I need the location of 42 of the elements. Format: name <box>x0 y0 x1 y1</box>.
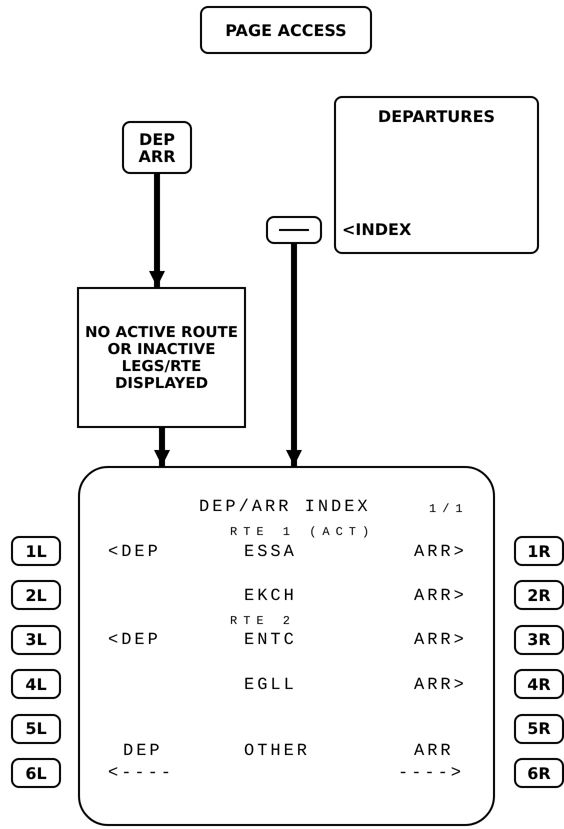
page-title: DEPARTURES <box>376 108 496 125</box>
arrow <box>149 174 165 287</box>
arrow <box>286 244 302 466</box>
screen-text: ARR> <box>414 676 467 696</box>
screen-text: OTHER <box>244 742 310 762</box>
function-key: DEP ARR <box>122 121 192 174</box>
page-key: PAGE ACCESS <box>200 6 372 54</box>
arrow <box>154 428 170 466</box>
line-select-key: 6R <box>514 758 564 788</box>
line-select-key: 3R <box>514 624 564 655</box>
screen-text: ARR> <box>414 543 467 563</box>
line-select-key: 1L <box>11 536 61 566</box>
screen-text: ARR> <box>414 631 467 651</box>
line-select-key: 5L <box>11 714 61 744</box>
screen-text: <DEP <box>108 543 161 563</box>
line-select-key: 4R <box>514 669 564 700</box>
line-select-key: 1R <box>514 536 564 566</box>
screen-text: DEP <box>123 742 163 762</box>
screen-text: EKCH <box>244 587 297 607</box>
line-select-key: 6L <box>11 758 61 788</box>
page-number: 1/1 <box>429 502 469 516</box>
screen-text: <DEP <box>108 631 161 651</box>
line-select-key: 2R <box>514 580 564 610</box>
page-title: DEP/ARR INDEX <box>199 498 371 518</box>
screen-text: ENTC <box>244 631 297 651</box>
screen-text: ARR> <box>414 587 467 607</box>
screen-text: ESSA <box>244 543 297 563</box>
screen-text: ----> <box>398 764 464 784</box>
line-select-key: 3L <box>11 624 61 655</box>
index-prompt: <INDEX <box>342 221 412 238</box>
page-display <box>334 96 539 254</box>
screen-text: ARR <box>414 742 454 762</box>
condition-box: NO ACTIVE ROUTE OR INACTIVE LEGS/RTE DISPLAYED <box>77 287 246 428</box>
line-select-key: 4L <box>11 669 61 700</box>
display-screen <box>78 466 495 826</box>
route-heading: RTE 1 (ACT) <box>230 525 376 539</box>
function-key <box>266 216 322 244</box>
line-select-key: 5R <box>514 714 564 744</box>
screen-text: EGLL <box>244 676 297 696</box>
screen-text: <---- <box>108 764 174 784</box>
line-select-key: 2L <box>11 580 61 610</box>
screen-text: RTE 2 <box>230 614 296 628</box>
